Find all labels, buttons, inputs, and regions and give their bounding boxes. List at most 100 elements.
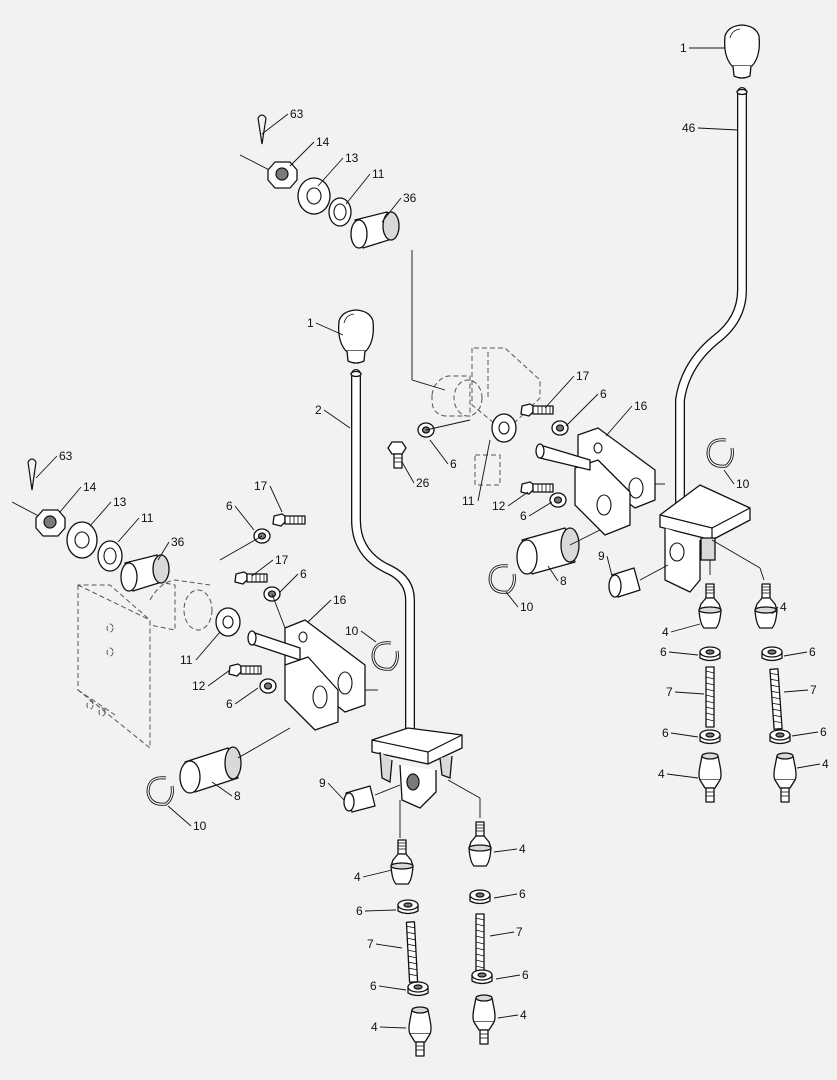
callout-c6g: 6 — [820, 725, 827, 739]
callout-leader-c14b — [59, 486, 82, 513]
callout-c11c: 11 — [141, 511, 154, 525]
callout-leader-c10d — [167, 805, 192, 827]
callout-c46: 46 — [682, 121, 696, 135]
callout-leader-c17c — [251, 559, 274, 577]
callout-leader-c7a — [674, 691, 705, 695]
callout-c16b: 16 — [333, 593, 347, 607]
callout-c6f: 6 — [662, 726, 669, 740]
callout-c6c: 6 — [520, 509, 527, 523]
callout-c8a: 8 — [560, 574, 567, 588]
callout-c4e: 4 — [354, 870, 361, 884]
callout-leader-c6h — [234, 505, 255, 531]
callout-leader-c6i — [279, 573, 299, 593]
callout-c6k: 6 — [356, 904, 363, 918]
callout-c11b: 11 — [462, 494, 475, 508]
callout-leader-c4b — [771, 606, 779, 615]
callout-leader-c6m — [378, 985, 407, 991]
callout-c6h: 6 — [226, 499, 233, 513]
callout-c12a: 12 — [492, 499, 506, 513]
callout-leader-c11d — [195, 631, 221, 661]
callout-c6n: 6 — [522, 968, 529, 982]
callout-c10c: 10 — [345, 624, 359, 638]
left-hardware — [11, 458, 170, 592]
callout-leader-c14a — [289, 141, 315, 167]
callout-c6b: 6 — [450, 457, 457, 471]
callout-c8b: 8 — [234, 789, 241, 803]
callout-c1a: 1 — [680, 41, 687, 55]
callout-c63b: 63 — [59, 449, 73, 463]
callout-leader-c4c — [666, 773, 699, 779]
right-assembly — [387, 24, 797, 803]
callout-c9b: 9 — [319, 776, 326, 790]
callout-c14b: 14 — [83, 480, 97, 494]
callout-c13b: 13 — [113, 495, 127, 509]
callout-leader-c11c — [117, 517, 140, 543]
callout-c6m: 6 — [370, 979, 377, 993]
callout-c1b: 1 — [307, 316, 314, 330]
callout-leader-c17a — [544, 375, 575, 409]
callout-leader-c7c — [375, 943, 403, 949]
callout-leader-c13b — [89, 501, 112, 527]
callout-c4g: 4 — [371, 1020, 378, 1034]
callout-c11a: 11 — [372, 167, 385, 181]
callout-c4h: 4 — [520, 1008, 527, 1022]
callout-leader-c36a — [381, 197, 402, 223]
callout-leader-c6g — [791, 731, 819, 737]
callout-c6l: 6 — [519, 887, 526, 901]
callout-c12b: 12 — [192, 679, 206, 693]
callout-leader-c6c — [528, 501, 553, 517]
callout-c7a: 7 — [666, 685, 673, 699]
callout-leader-c7d — [489, 931, 515, 937]
callout-leader-c2 — [323, 409, 351, 429]
callout-c36a: 36 — [403, 191, 417, 205]
callout-leader-c7b — [783, 689, 809, 693]
callout-leader-c6b — [429, 439, 449, 465]
callout-leader-c4e — [362, 869, 393, 878]
callout-c36b: 36 — [171, 535, 185, 549]
callout-c10b: 10 — [520, 600, 534, 614]
callout-c4c: 4 — [658, 767, 665, 781]
callout-c10d: 10 — [193, 819, 207, 833]
callout-leader-c16b — [307, 599, 332, 623]
callout-c4a: 4 — [662, 625, 669, 639]
callout-c17b: 17 — [254, 479, 268, 493]
callout-leader-c4a — [670, 623, 701, 633]
callout-c7c: 7 — [367, 937, 374, 951]
callout-c6d: 6 — [660, 645, 667, 659]
callout-c17a: 17 — [576, 369, 590, 383]
callout-leader-c6n — [495, 974, 521, 980]
callout-leader-c6f — [670, 732, 699, 738]
callout-c26: 26 — [416, 476, 430, 490]
top-hardware — [239, 114, 400, 249]
callout-c10a: 10 — [736, 477, 750, 491]
callout-leader-c4g — [379, 1026, 407, 1029]
callout-leader-c1b — [315, 322, 344, 336]
callout-c6e: 6 — [809, 645, 816, 659]
callout-leader-c16a — [605, 405, 633, 437]
callout-leader-c4f — [493, 848, 518, 853]
callout-c16a: 16 — [634, 399, 648, 413]
callout-leader-c8b — [211, 781, 233, 797]
callout-c4b: 4 — [780, 600, 787, 614]
callout-leader-c4h — [497, 1014, 519, 1019]
callout-leader-c6e — [783, 651, 808, 657]
callout-c9a: 9 — [598, 549, 605, 563]
callout-leader-c10c — [360, 630, 377, 643]
callout-c6j: 6 — [226, 697, 233, 711]
callout-leader-c10b — [505, 591, 519, 608]
callout-c63a: 63 — [290, 107, 304, 121]
callout-c6i: 6 — [300, 567, 307, 581]
callout-c7d: 7 — [516, 925, 523, 939]
left-assembly — [77, 309, 496, 1057]
callout-c11d: 11 — [180, 653, 193, 667]
callout-c6a: 6 — [600, 387, 607, 401]
callout-leader-c12a — [507, 491, 529, 507]
callout-leader-c9a — [606, 555, 613, 577]
callout-leader-c4d — [796, 763, 821, 769]
callout-leader-c6a — [565, 393, 599, 427]
callout-c14a: 14 — [316, 135, 330, 149]
callout-leader-c6l — [493, 893, 518, 899]
callout-c2: 2 — [315, 403, 322, 417]
